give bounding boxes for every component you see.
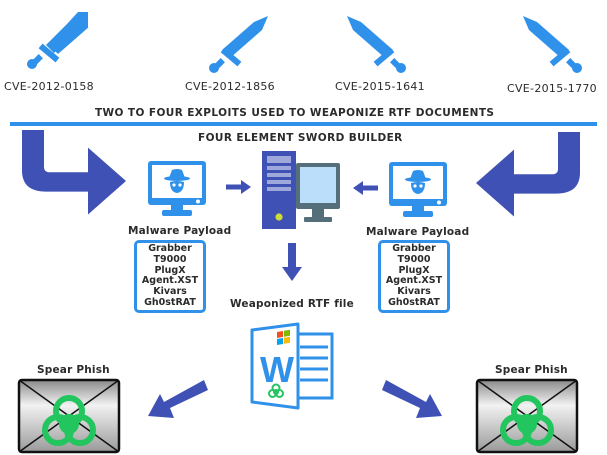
arrow-down-right-icon [382,380,442,418]
sword-icon [209,16,268,73]
hacker-monitor-icon [148,161,206,216]
headline: TWO TO FOUR EXPLOITS USED TO WEAPONIZE R… [95,107,495,119]
exploit-label: CVE-2012-1856 [185,80,275,93]
biohazard-envelope-icon [17,378,121,454]
target-label: Spear Phish [37,364,110,376]
target-label: Spear Phish [495,364,568,376]
biohazard-envelope-icon [475,378,579,454]
arrow-down-icon [282,243,302,281]
payload-label: Malware Payload [366,226,470,238]
payload-item: Kivars [153,286,187,298]
payload-list: Grabber T9000 PlugX Agent.XST Kivars Gh0… [378,240,450,313]
sword-icon [347,16,406,73]
word-document-icon: W [250,322,334,410]
builder-title: FOUR ELEMENT SWORD BUILDER [198,132,403,144]
exploit-label: CVE-2012-0158 [4,80,94,93]
divider [10,122,597,126]
arrow-down-left-icon [148,380,208,418]
payload-list: Grabber T9000 PlugX Agent.XST Kivars Gh0… [134,240,206,313]
output-label: Weaponized RTF file [230,298,354,310]
payload-item: Agent.XST [385,275,443,287]
payload-label: Malware Payload [128,225,232,237]
exploit-label: CVE-2015-1770 [507,82,597,95]
exploit-label: CVE-2015-1641 [335,80,425,93]
payload-item: Gh0stRAT [388,296,440,308]
payload-item: Gh0stRAT [144,296,196,308]
arrow-right-icon [226,180,251,194]
payload-item: PlugX [154,264,186,276]
svg-text:W: W [260,349,294,390]
server-computer-icon [262,151,340,229]
payload-item: PlugX [398,264,430,276]
sword-icon [27,12,88,69]
arrow-left-icon [353,181,378,195]
sword-icon [523,16,582,73]
curved-arrow-left-icon [476,132,580,217]
payload-item: T9000 [153,253,187,265]
payload-item: Agent.XST [141,275,199,287]
hacker-monitor-icon [389,162,447,217]
payload-item: Grabber [148,243,192,254]
payload-item: Kivars [397,286,431,298]
payload-item: Grabber [392,243,436,254]
payload-item: T9000 [397,253,431,265]
curved-arrow-right-icon [22,130,126,215]
